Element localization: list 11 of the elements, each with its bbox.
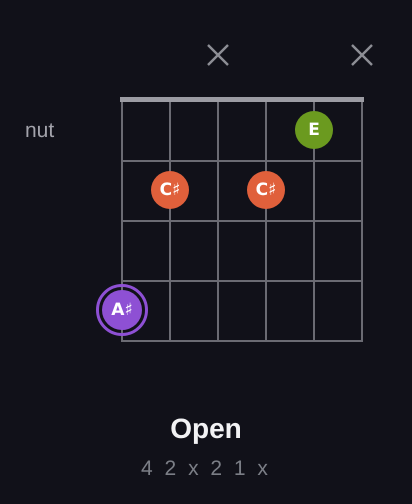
note-label: A♯ <box>111 302 133 318</box>
note-label: C♯ <box>160 182 180 198</box>
note-marker <box>247 171 285 209</box>
fingering-label: 4 2 x 2 1 x <box>140 458 272 479</box>
note-marker <box>295 111 333 149</box>
root-note-marker <box>96 284 148 336</box>
note-marker <box>151 171 189 209</box>
chord-title: Open <box>169 415 243 443</box>
nut-label: nut <box>25 120 54 141</box>
note-label: C♯ <box>256 182 276 198</box>
note-label: E <box>308 122 320 138</box>
